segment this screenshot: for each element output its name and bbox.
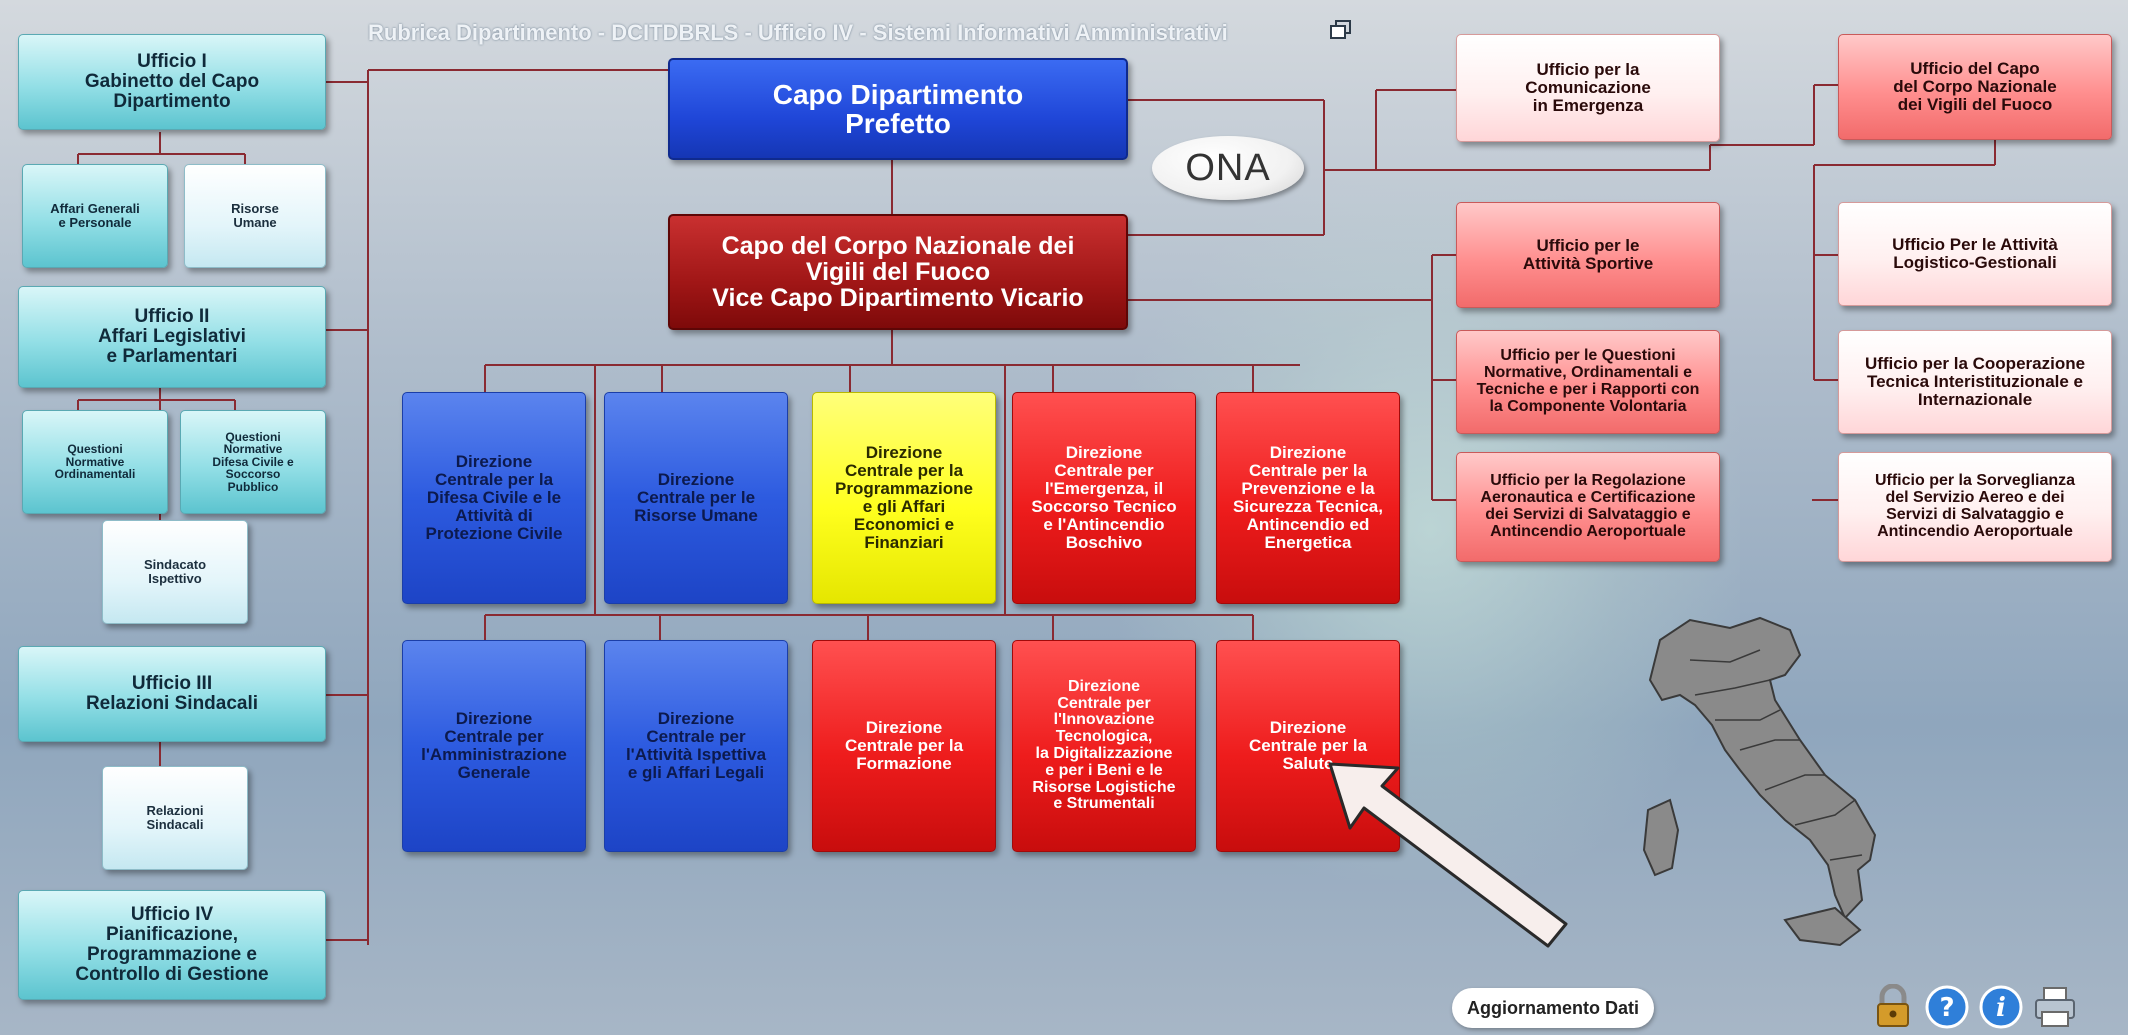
box-direzione-amministrazione[interactable]: Direzione Centrale per l'Amministrazione…	[402, 640, 586, 852]
box-ufficio-questioni-normative[interactable]: Ufficio per le Questioni Normative, Ordi…	[1456, 330, 1720, 434]
box-ufficio-regolazione-aeronautica[interactable]: Ufficio per la Regolazione Aeronautica e…	[1456, 452, 1720, 562]
pointer-arrow-icon	[1328, 762, 1568, 948]
help-icon[interactable]: ?	[1924, 984, 1970, 1030]
box-direzione-emergenza[interactable]: Direzione Centrale per l'Emergenza, il S…	[1012, 392, 1196, 604]
info-icon[interactable]: i	[1978, 984, 2024, 1030]
box-direzione-risorse-umane[interactable]: Direzione Centrale per le Risorse Umane	[604, 392, 788, 604]
ona-logo[interactable]: ONA	[1152, 136, 1304, 200]
box-direzione-innovazione[interactable]: Direzione Centrale per l'Innovazione Tec…	[1012, 640, 1196, 852]
svg-text:?: ?	[1939, 993, 1954, 1023]
box-risorse-umane[interactable]: Risorse Umane	[184, 164, 326, 268]
box-capo-corpo-nazionale[interactable]: Capo del Corpo Nazionale dei Vigili del …	[668, 214, 1128, 330]
box-ufficio-cooperazione[interactable]: Ufficio per la Cooperazione Tecnica Inte…	[1838, 330, 2112, 434]
box-ufficio-ii[interactable]: Ufficio II Affari Legislativi e Parlamen…	[18, 286, 326, 388]
right-scroll-border	[2128, 0, 2144, 1035]
box-questioni-normative[interactable]: Questioni Normative Ordinamentali	[22, 410, 168, 514]
box-sindacato-ispettivo[interactable]: Sindacato Ispettivo	[102, 520, 248, 624]
lock-icon[interactable]	[1870, 984, 1916, 1030]
ona-logo-text: ONA	[1185, 146, 1271, 189]
box-ufficio-iv[interactable]: Ufficio IV Pianificazione, Programmazion…	[18, 890, 326, 1000]
print-icon[interactable]	[2032, 984, 2078, 1030]
box-ufficio-capo-corpo[interactable]: Ufficio del Capo del Corpo Nazionale dei…	[1838, 34, 2112, 140]
box-relazioni-sindacali[interactable]: Relazioni Sindacali	[102, 766, 248, 870]
box-questioni-difesa-civile[interactable]: Questioni Normative Difesa Civile e Socc…	[180, 410, 326, 514]
box-ufficio-i[interactable]: Ufficio I Gabinetto del Capo Dipartiment…	[18, 34, 326, 130]
box-direzione-difesa-civile[interactable]: Direzione Centrale per la Difesa Civile …	[402, 392, 586, 604]
box-ufficio-logistico[interactable]: Ufficio Per le Attività Logistico-Gestio…	[1838, 202, 2112, 306]
italy-map[interactable]	[1600, 600, 1920, 980]
box-direzione-salute[interactable]: Direzione Centrale per la Salute	[1216, 640, 1400, 852]
box-ufficio-sportive[interactable]: Ufficio per le Attività Sportive	[1456, 202, 1720, 308]
page-title: Rubrica Dipartimento - DCITDBRLS - Uffic…	[368, 20, 1228, 45]
box-direzione-programmazione[interactable]: Direzione Centrale per la Programmazione…	[812, 392, 996, 604]
aggiornamento-dati-button[interactable]: Aggiornamento Dati	[1452, 988, 1654, 1028]
box-direzione-attivita-ispettiva[interactable]: Direzione Centrale per l'Attività Ispett…	[604, 640, 788, 852]
box-ufficio-sorveglianza[interactable]: Ufficio per la Sorveglianza del Servizio…	[1838, 452, 2112, 562]
popup-window-icon[interactable]	[1330, 20, 1352, 40]
box-affari-generali[interactable]: Affari Generali e Personale	[22, 164, 168, 268]
box-ufficio-iii[interactable]: Ufficio III Relazioni Sindacali	[18, 646, 326, 742]
svg-text:i: i	[1996, 993, 2006, 1023]
box-direzione-formazione[interactable]: Direzione Centrale per la Formazione	[812, 640, 996, 852]
box-capo-dipartimento[interactable]: Capo Dipartimento Prefetto	[668, 58, 1128, 160]
box-direzione-prevenzione[interactable]: Direzione Centrale per la Prevenzione e …	[1216, 392, 1400, 604]
box-ufficio-comunicazione[interactable]: Ufficio per la Comunicazione in Emergenz…	[1456, 34, 1720, 142]
